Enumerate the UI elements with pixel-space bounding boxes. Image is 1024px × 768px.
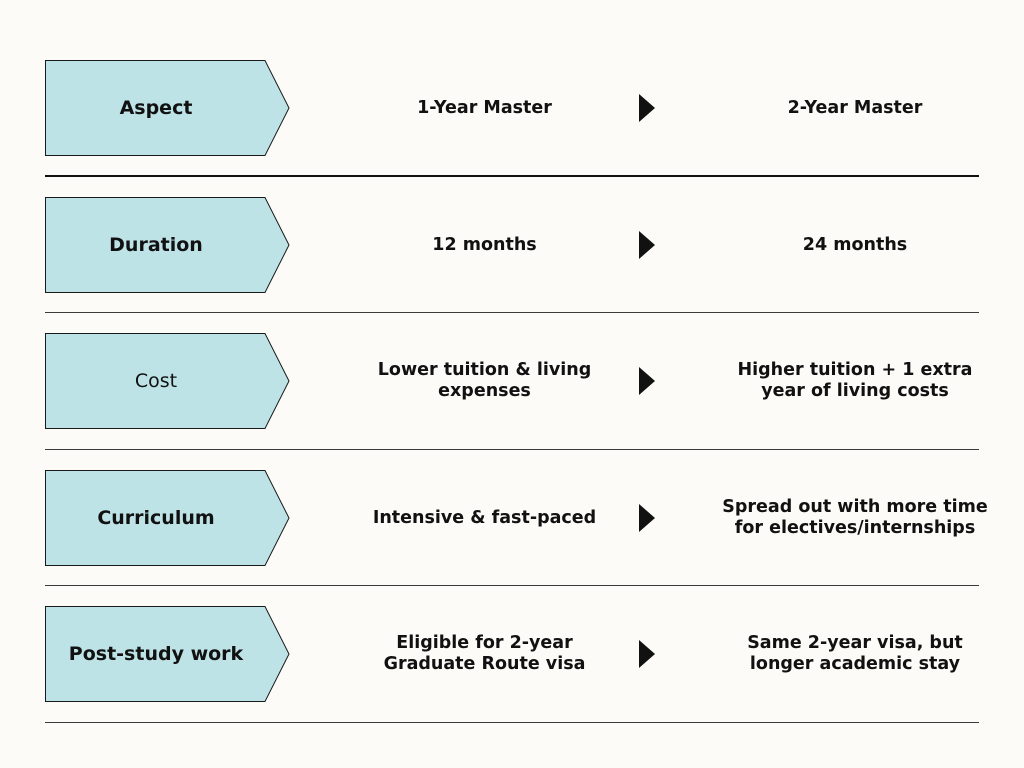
aspect-label: Duration: [109, 234, 203, 256]
row-divider: [45, 312, 979, 313]
one-year-value: Lower tuition & living expenses: [377, 360, 592, 401]
play-icon: [639, 367, 655, 395]
two-year-value: 2-Year Master: [787, 97, 923, 118]
header-divider: [45, 175, 979, 177]
aspect-tag: Curriculum: [45, 470, 290, 566]
play-icon: [639, 231, 655, 259]
play-icon: [639, 94, 655, 122]
row-duration: Duration 12 months 24 months: [0, 197, 1024, 293]
aspect-label: Cost: [134, 370, 178, 392]
one-year-value: 1-Year Master: [417, 97, 552, 118]
row-divider: [45, 722, 979, 723]
aspect-tag: Post-study work: [45, 606, 290, 702]
row-cost: Cost Lower tuition & living expenses Hig…: [0, 333, 1024, 429]
row-divider: [45, 585, 979, 586]
tag-shape: [45, 606, 290, 702]
play-icon: [639, 640, 655, 668]
one-year-value: Eligible for 2-year Graduate Route visa: [383, 633, 586, 674]
row-header: Aspect 1-Year Master 2-Year Master: [0, 60, 1024, 156]
aspect-tag: Duration: [45, 197, 290, 293]
tag-shape: [45, 60, 290, 156]
play-icon: [639, 504, 655, 532]
two-year-value: Spread out with more time for electives/…: [722, 497, 988, 538]
two-year-value: 24 months: [802, 234, 908, 255]
one-year-value: 12 months: [432, 234, 537, 255]
row-curriculum: Curriculum Intensive & fast-paced Spread…: [0, 470, 1024, 566]
two-year-value: Same 2-year visa, but longer academic st…: [747, 633, 963, 674]
aspect-label: Post-study work: [68, 643, 244, 665]
row-divider: [45, 449, 979, 450]
one-year-value: Intensive & fast-paced: [372, 507, 597, 528]
aspect-label: Curriculum: [97, 507, 215, 529]
row-post-study-work: Post-study work Eligible for 2-year Grad…: [0, 606, 1024, 702]
tag-shape: [45, 333, 290, 429]
aspect-label: Aspect: [119, 97, 193, 119]
tag-shape: [45, 197, 290, 293]
aspect-tag: Aspect: [45, 60, 290, 156]
tag-shape: [45, 470, 290, 566]
two-year-value: Higher tuition + 1 extra year of living …: [737, 360, 973, 401]
aspect-tag: Cost: [45, 333, 290, 429]
